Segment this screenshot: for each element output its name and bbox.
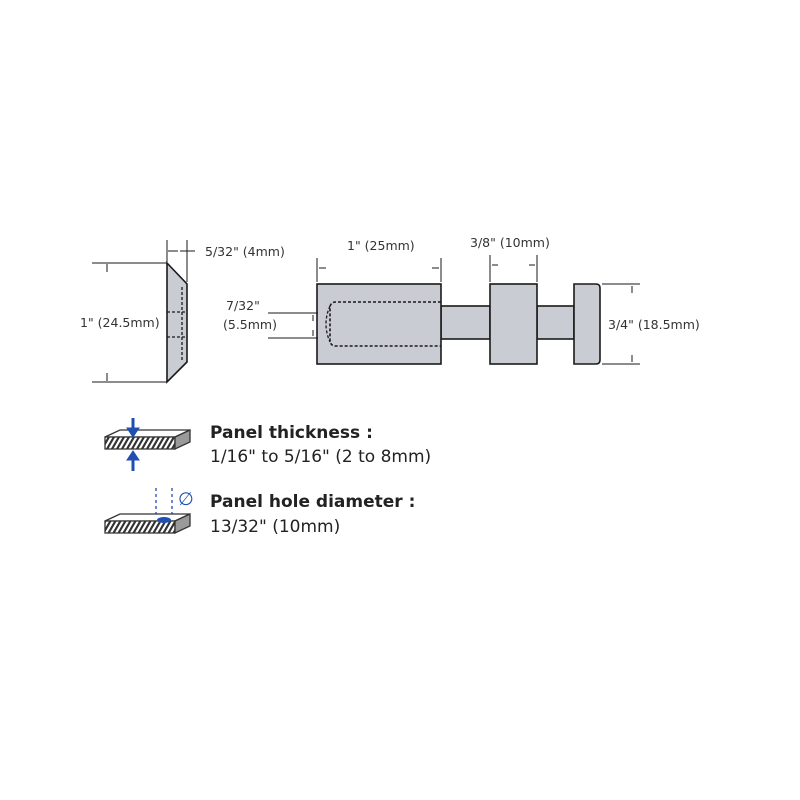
- head-label: 3/4" (18.5mm): [608, 317, 700, 332]
- panel-hole-icon: [104, 488, 191, 535]
- cap-height-label: 1" (24.5mm): [80, 315, 160, 330]
- cap-end-view: [92, 240, 195, 384]
- panel-hole-value: 13/32" (10mm): [210, 517, 340, 537]
- panel-thickness-value: 1/16" to 5/16" (2 to 8mm): [210, 447, 431, 467]
- panel-thickness-icon: [104, 418, 191, 471]
- fastener-side-view: [316, 283, 601, 365]
- collar-label: 3/8" (10mm): [470, 235, 550, 250]
- length-label: 1" (25mm): [347, 238, 415, 253]
- cap-width-label: 5/32" (4mm): [205, 244, 285, 259]
- panel-thickness-title: Panel thickness :: [210, 423, 373, 443]
- panel-hole-title: Panel hole diameter :: [210, 492, 415, 512]
- bore-label-mm: (5.5mm): [223, 317, 277, 332]
- diameter-symbol: ∅: [178, 489, 194, 510]
- dimension-lines: [268, 255, 640, 365]
- bore-label-inch: 7/32": [226, 298, 260, 313]
